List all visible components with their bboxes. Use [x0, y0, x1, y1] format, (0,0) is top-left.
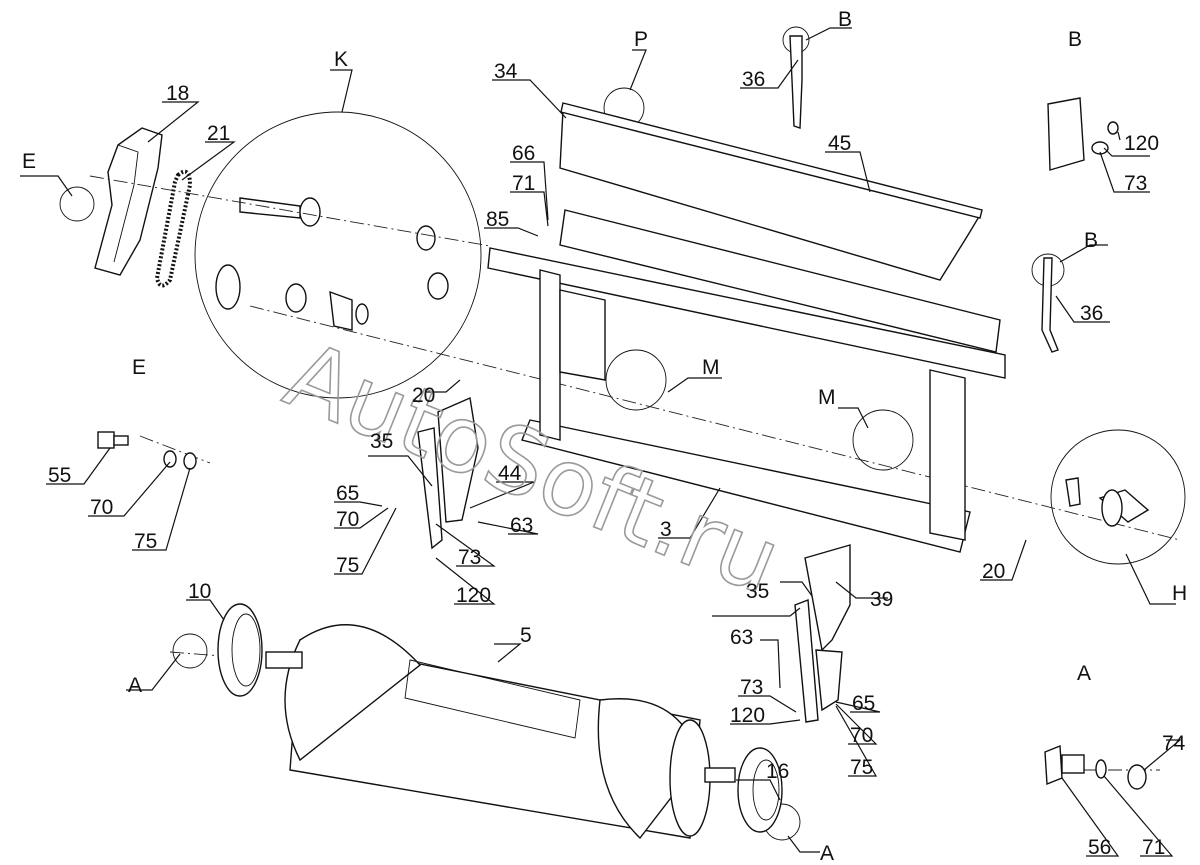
view-label-b-right: B	[1084, 229, 1098, 252]
part-label-34: 34	[494, 60, 518, 83]
part-label-5: 5	[520, 624, 532, 647]
view-label-e-top: E	[22, 150, 36, 173]
part-label-70-e: 70	[90, 496, 113, 519]
view-label-e-left: E	[132, 356, 146, 379]
bracket-left-drawing	[417, 396, 479, 550]
part-label-45: 45	[828, 132, 851, 155]
wheel-10-drawing	[217, 603, 263, 697]
view-a-bolt-drawing	[1044, 744, 1147, 790]
part-label-71-a: 71	[1142, 836, 1165, 859]
part-label-39: 39	[870, 588, 893, 611]
part-label-63-left: 63	[510, 514, 533, 537]
view-label-a-bottom: A	[820, 842, 834, 865]
part-label-73-b: 73	[1124, 172, 1147, 195]
callout-circle-e	[59, 186, 95, 222]
view-b-bracket-drawing	[1047, 97, 1119, 171]
chain-21-drawing	[154, 169, 193, 288]
view-label-m-center: M	[702, 356, 720, 379]
part-label-36-top: 36	[742, 68, 765, 91]
part-label-20-left: 20	[412, 384, 435, 407]
strip-36-right-drawing	[1041, 257, 1059, 353]
part-label-75-e: 75	[134, 530, 157, 553]
callout-circle-h	[1050, 429, 1186, 565]
part-label-63-right: 63	[730, 626, 753, 649]
part-label-74: 74	[1162, 732, 1186, 755]
part-label-73-left: 73	[458, 546, 481, 569]
part-label-35-right: 35	[746, 580, 769, 603]
strip-36-top-drawing	[789, 35, 803, 129]
part-label-75-left: 75	[336, 554, 359, 577]
bracket-right-drawing	[794, 544, 851, 723]
view-label-k: K	[334, 48, 348, 71]
part-label-44: 44	[498, 462, 522, 485]
part-label-120-left: 120	[456, 584, 491, 607]
part-label-55: 55	[48, 464, 71, 487]
callout-circle-m-center	[605, 349, 667, 411]
part-label-85: 85	[486, 208, 509, 231]
part-label-18: 18	[166, 82, 189, 105]
part-label-65-right: 65	[852, 692, 875, 715]
view-label-m-right: M	[818, 386, 836, 409]
part-label-16: 16	[766, 760, 789, 783]
auger-5-drawing	[265, 624, 736, 840]
part-label-70-right: 70	[850, 724, 873, 747]
view-label-p: P	[634, 28, 648, 51]
strip-45-drawing	[560, 102, 983, 219]
leader-lines	[20, 27, 1182, 857]
part-label-73-right: 73	[740, 676, 763, 699]
part-label-75-right: 75	[850, 756, 873, 779]
callout-circle-a-left	[172, 633, 208, 669]
part-label-71-top: 71	[512, 172, 535, 195]
shaft-assembly-drawing	[215, 197, 449, 331]
view-label-a-left: A	[128, 674, 142, 697]
part-label-56: 56	[1088, 836, 1111, 859]
part-label-120-b: 120	[1124, 132, 1159, 155]
part-label-66: 66	[512, 142, 535, 165]
part-label-36-right: 36	[1080, 302, 1103, 325]
view-label-a-title: A	[1077, 662, 1091, 685]
detail-circle-k	[194, 111, 482, 399]
view-label-h: H	[1172, 582, 1187, 605]
part-label-120-right: 120	[730, 704, 765, 727]
view-e-bolt-drawing	[97, 431, 197, 470]
wheel-16-drawing	[737, 747, 783, 833]
view-label-b-title: B	[1068, 28, 1082, 51]
part-label-35-left: 35	[370, 430, 393, 453]
part-label-70-left: 70	[336, 508, 359, 531]
detail-h-drawing	[1065, 477, 1150, 527]
callout-circle-m-right	[852, 409, 914, 471]
shield-18-drawing	[94, 127, 163, 276]
part-label-65-left: 65	[336, 482, 359, 505]
part-label-10: 10	[188, 580, 211, 603]
part-label-21: 21	[207, 122, 230, 145]
part-label-20-right: 20	[982, 560, 1005, 583]
frame-3-drawing	[487, 209, 1006, 553]
view-label-b-top: B	[838, 8, 852, 31]
part-label-3: 3	[660, 518, 672, 541]
